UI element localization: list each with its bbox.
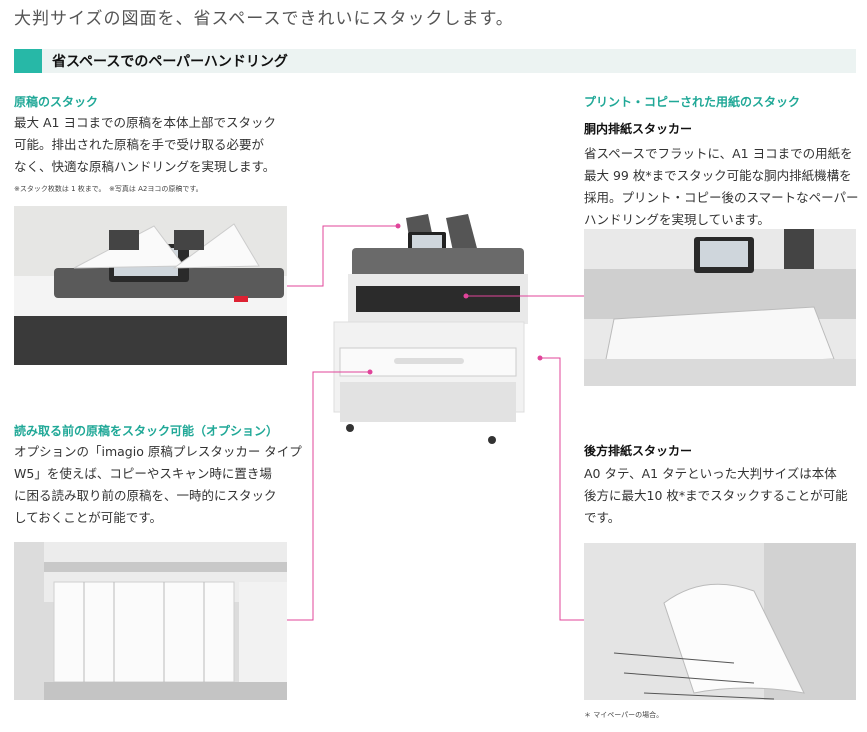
text-line: です。 [584, 510, 621, 525]
original-stack-text: 最大 A1 ヨコまでの原稿を本体上部でスタック 可能。排出された原稿を手で受け取… [14, 112, 304, 178]
text-line: W5」を使えば、コピーやスキャン時に置き場 [14, 466, 272, 481]
text-line: ハンドリングを実現しています。 [584, 212, 770, 227]
text-line: 採用。プリント・コピー後のスマートなペーパー [584, 190, 859, 205]
intro-text: 大判サイズの図面を、省スペースできれいにスタックします。 [14, 9, 514, 29]
prestack-text: オプションの「imagio 原稿プレスタッカー タイプ W5」を使えば、コピーや… [14, 441, 304, 529]
text-line: に困る読み取り前の原稿を、一時的にスタック [14, 488, 277, 503]
original-stack-note: ※スタック枚数は 1 枚まで。 ※写真は A2ヨコの原稿です。 [14, 185, 203, 193]
rear-stacker-photo [584, 543, 856, 700]
section-accent [14, 49, 42, 73]
output-stack-heading: プリント・コピーされた用紙のスタック [584, 95, 801, 109]
prestack-heading: 読み取る前の原稿をスタック可能（オプション） [14, 424, 279, 438]
text-line: オプションの「imagio 原稿プレスタッカー タイプ [14, 444, 302, 459]
rear-stacker-heading: 後方排紙スタッカー [584, 444, 693, 458]
prestacker-photo [14, 542, 287, 700]
text-line: 省スペースでフラットに、A1 ヨコまでの用紙を [584, 146, 853, 161]
section-title: 省スペースでのペーパーハンドリング [52, 54, 288, 70]
original-stack-heading: 原稿のスタック [14, 95, 99, 109]
section-header: 省スペースでのペーパーハンドリング [14, 49, 856, 73]
text-line: なく、快適な原稿ハンドリングを実現します。 [14, 159, 276, 174]
footnote: ＊ マイペーパーの場合。 [584, 711, 664, 719]
original-stacker-photo [14, 206, 287, 365]
inner-stacker-text: 省スペースでフラットに、A1 ヨコまでの用紙を 最大 99 枚*までスタック可能… [584, 143, 864, 231]
inner-stacker-photo [584, 229, 856, 386]
inner-stacker-heading: 胴内排紙スタッカー [584, 122, 693, 136]
text-line: 最大 A1 ヨコまでの原稿を本体上部でスタック [14, 115, 276, 130]
text-line: 最大 99 枚*までスタック可能な胴内排紙機構を [584, 168, 852, 183]
main-printer-photo [328, 212, 531, 452]
text-line: しておくことが可能です。 [14, 510, 163, 525]
rear-stacker-text: A0 タテ、A1 タテといった大判サイズは本体 後方に最大10 枚*までスタック… [584, 463, 864, 529]
text-line: 後方に最大10 枚*までスタックすることが可能 [584, 488, 848, 503]
text-line: A0 タテ、A1 タテといった大判サイズは本体 [584, 466, 837, 481]
text-line: 可能。排出された原稿を手で受け取る必要が [14, 137, 265, 152]
